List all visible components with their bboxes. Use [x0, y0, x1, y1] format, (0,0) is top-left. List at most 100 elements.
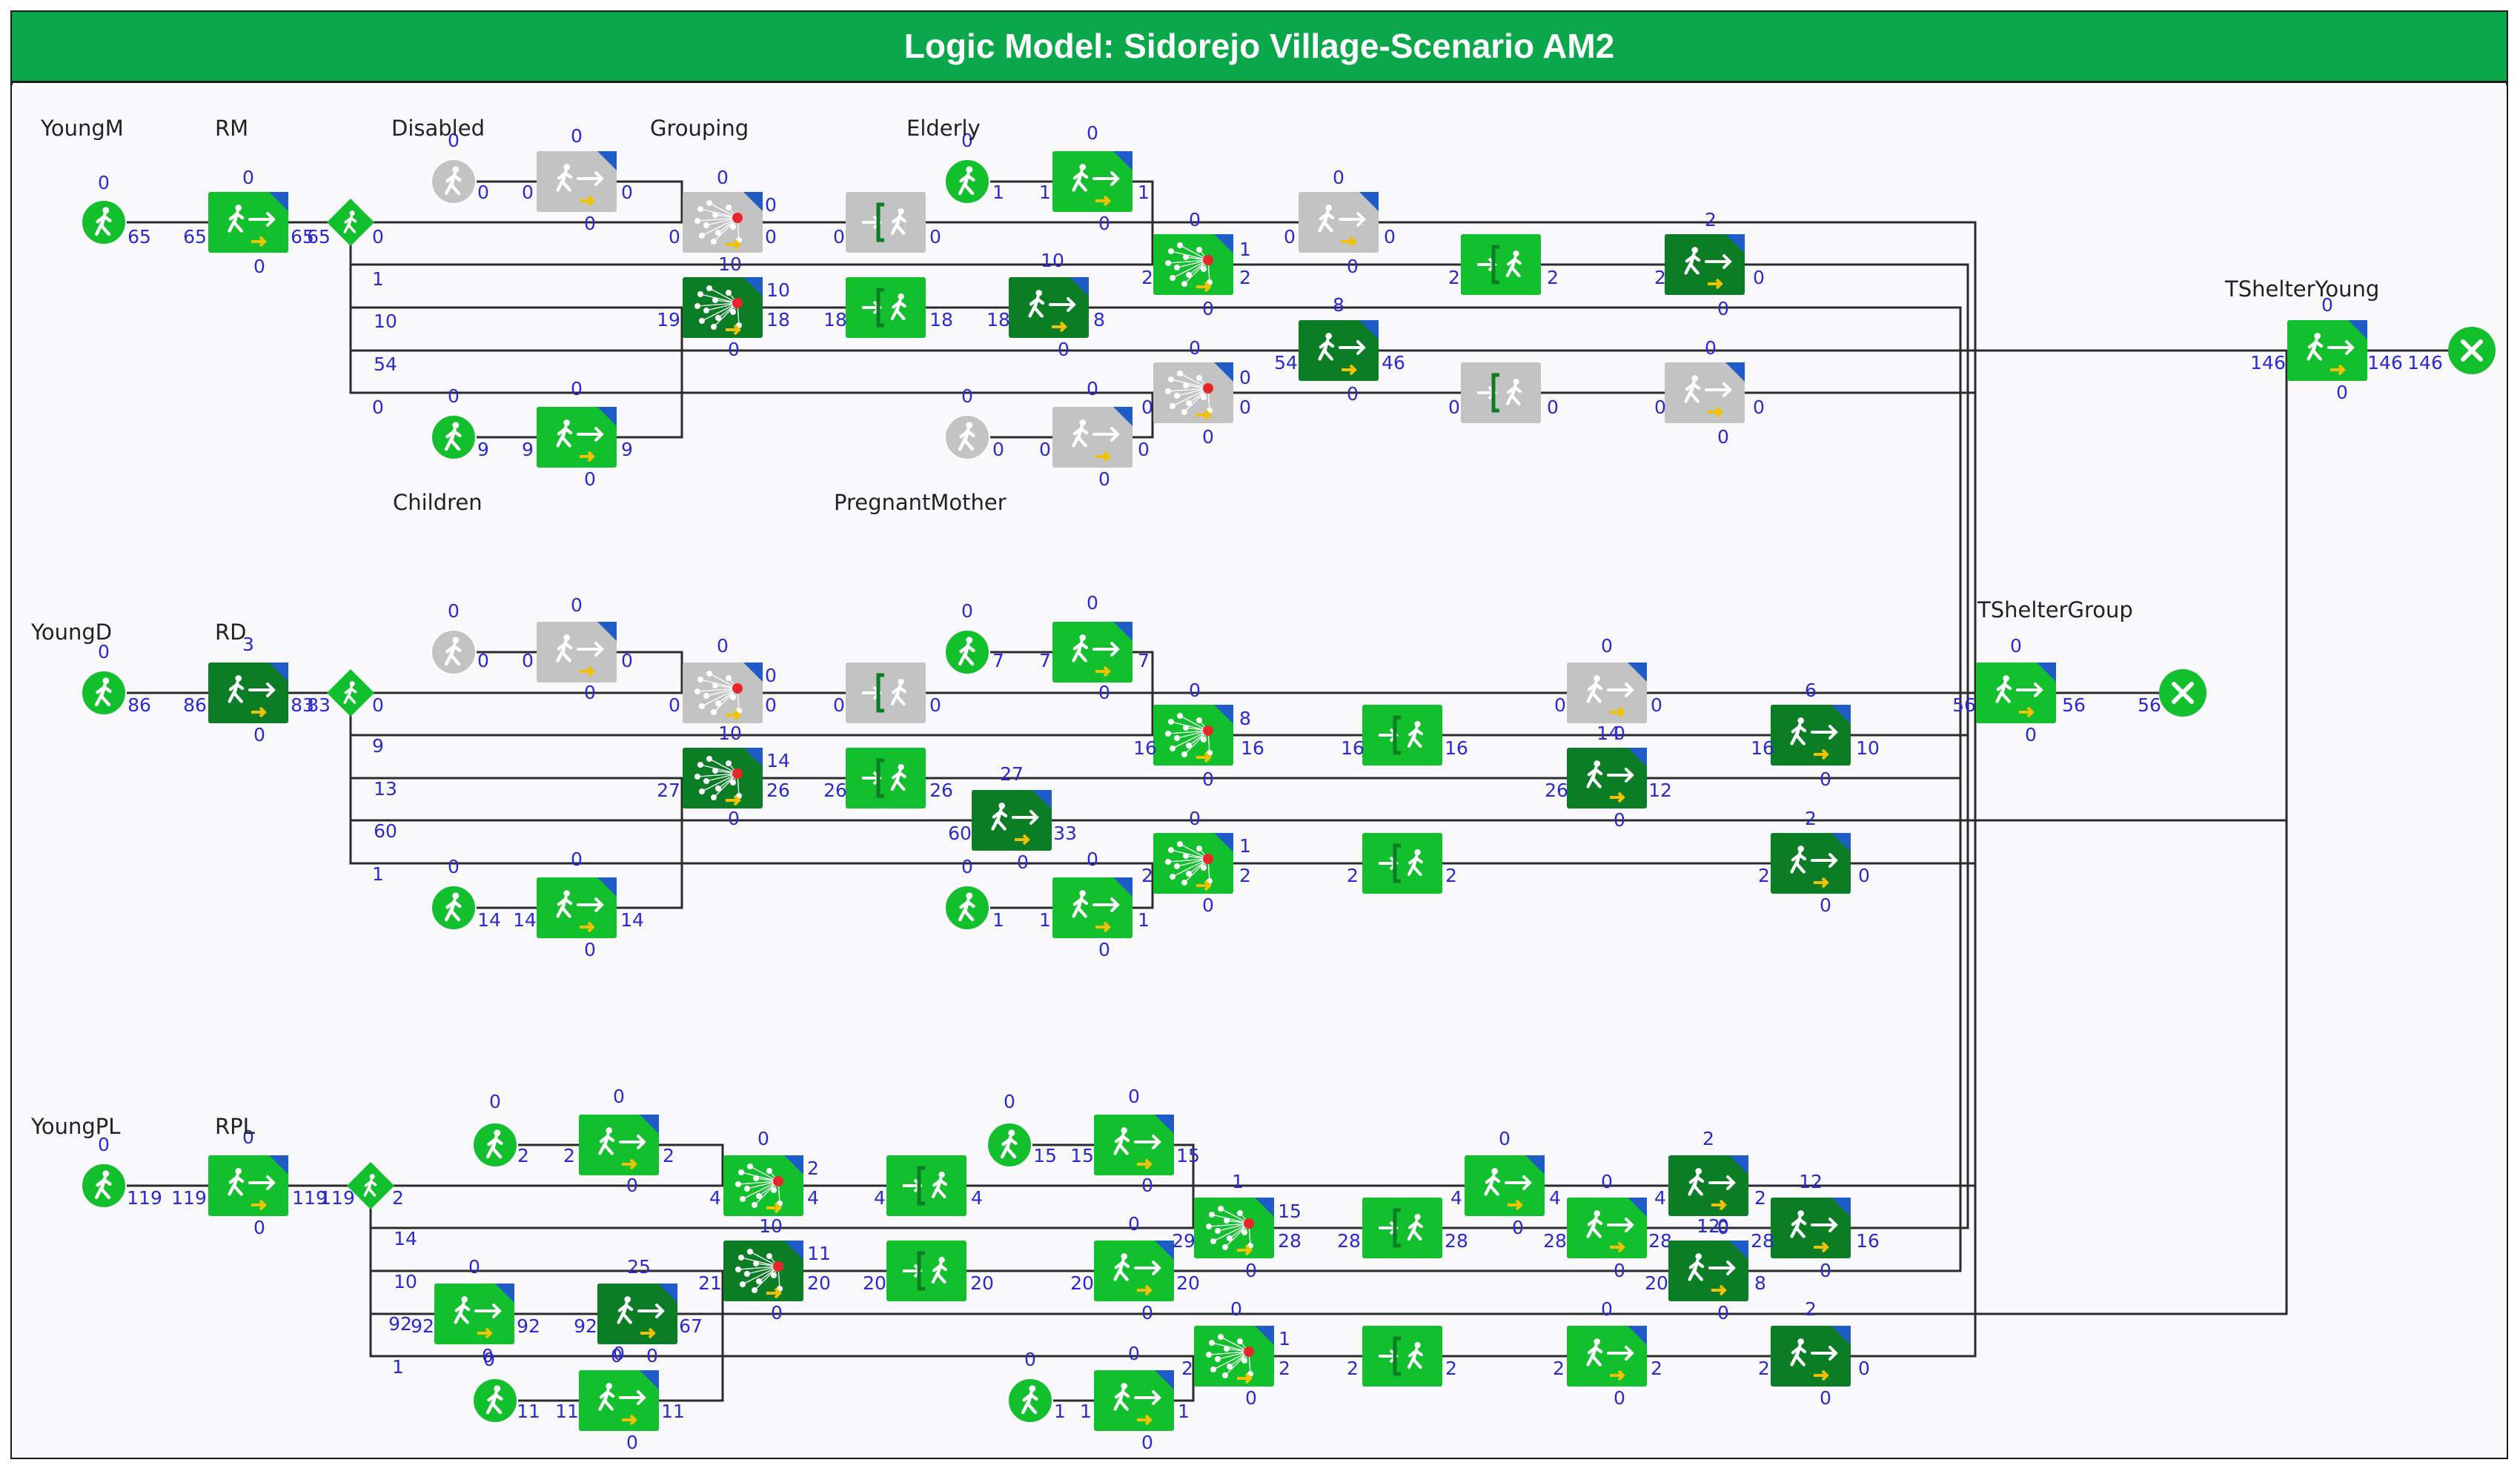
- source-node[interactable]: 065: [81, 172, 151, 248]
- source-node[interactable]: 00: [431, 600, 489, 675]
- source-node[interactable]: 011: [472, 1349, 540, 1424]
- count-label: 146: [2367, 352, 2403, 373]
- corner-marker-icon: [269, 192, 288, 211]
- person-head: [369, 1174, 375, 1180]
- pedestrian-service-icon: [537, 407, 617, 468]
- source-node[interactable]: 01: [1007, 1349, 1066, 1424]
- person-body: [890, 684, 906, 706]
- corner-marker-icon: [1214, 833, 1233, 852]
- sink-node[interactable]: 146: [2407, 327, 2496, 374]
- source-node[interactable]: 00: [944, 385, 1004, 460]
- count-label: 0: [757, 1128, 769, 1149]
- source-node[interactable]: 01: [944, 856, 1004, 931]
- source-node[interactable]: 014: [431, 856, 501, 931]
- source-node[interactable]: 07: [944, 600, 1004, 675]
- source-node[interactable]: 01: [944, 130, 1004, 205]
- count-label: 33: [1053, 823, 1077, 844]
- source-node[interactable]: 00: [431, 130, 489, 205]
- count-label: 0: [1547, 396, 1559, 418]
- corner-marker-icon: [1113, 622, 1133, 641]
- count-label: 86: [127, 694, 151, 716]
- count-label: 0: [448, 856, 460, 877]
- count-label: 0: [1141, 1302, 1153, 1324]
- count-label: 0: [1347, 383, 1359, 405]
- source-node[interactable]: 015: [987, 1091, 1057, 1168]
- pedestrian-service-icon: [579, 1370, 659, 1431]
- count-label: 0: [477, 182, 489, 203]
- count-label: 0: [1654, 396, 1666, 418]
- sink-node[interactable]: 56: [2138, 669, 2206, 717]
- source-node[interactable]: 09: [431, 385, 489, 460]
- source-node[interactable]: 086: [81, 641, 151, 716]
- count-label: 2: [1654, 267, 1666, 288]
- count-label: 56: [2062, 694, 2086, 716]
- source-node[interactable]: 02: [472, 1091, 529, 1168]
